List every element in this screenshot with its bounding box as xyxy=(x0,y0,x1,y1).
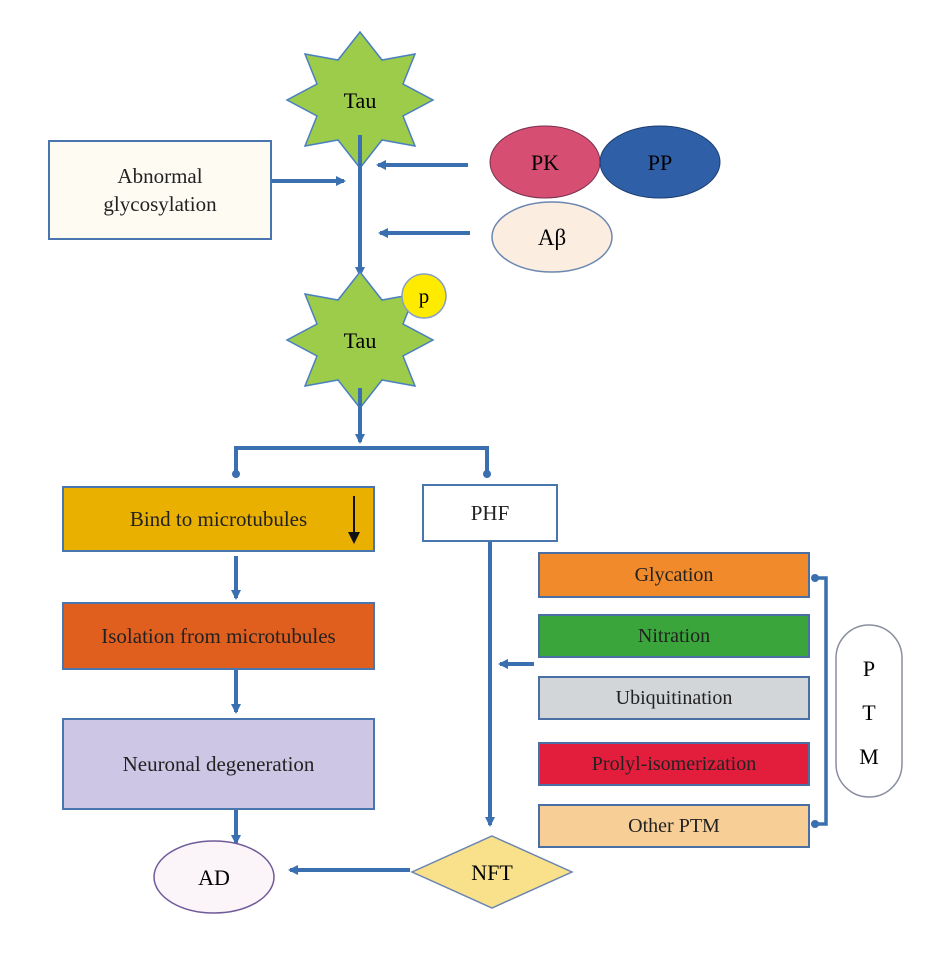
phospho-circle xyxy=(401,273,447,319)
branch-line xyxy=(234,446,489,472)
ad-ellipse xyxy=(153,840,275,914)
ptm-ubiquitination-box: Ubiquitination xyxy=(538,676,810,720)
nft-label: NFT xyxy=(471,860,513,885)
branch-right-dot xyxy=(483,470,491,478)
ptm-bracket-top-dot xyxy=(811,574,819,582)
ad-label: AD xyxy=(198,865,230,890)
branch-left-dot xyxy=(232,470,240,478)
nft-diamond xyxy=(410,835,574,909)
tau-top-label: Tau xyxy=(344,88,377,113)
phospho-label: p xyxy=(419,284,430,308)
bind-microtubules-label: Bind to microtubules xyxy=(129,506,308,531)
ptm-pill xyxy=(835,624,903,798)
abeta-ellipse xyxy=(491,201,613,273)
ptm-letter-m: M xyxy=(859,744,879,769)
ptm-bracket xyxy=(818,576,828,826)
ptm-letter-p: P xyxy=(863,656,875,681)
isolation-box: Isolation from microtubules xyxy=(62,602,375,670)
abeta-label: Aβ xyxy=(538,225,566,250)
phf-box: PHF xyxy=(422,484,558,542)
pp-label: PP xyxy=(648,150,672,175)
abnormal-glycosylation-box: Abnormal glycosylation xyxy=(48,140,272,240)
ptm-bracket-bottom-dot xyxy=(811,820,819,828)
ptm-letter-t: T xyxy=(862,700,876,725)
down-arrow-icon xyxy=(348,496,360,544)
pp-ellipse xyxy=(599,125,721,199)
ptm-other-box: Other PTM xyxy=(538,804,810,848)
ptm-glycation-box: Glycation xyxy=(538,552,810,598)
neuronal-degeneration-box: Neuronal degeneration xyxy=(62,718,375,810)
ptm-nitration-box: Nitration xyxy=(538,614,810,658)
ptm-prolyl-isomerization-box: Prolyl-isomerization xyxy=(538,742,810,786)
tau-p-label: Tau xyxy=(344,328,377,353)
bind-microtubules-box: Bind to microtubules xyxy=(62,486,375,552)
pk-label: PK xyxy=(531,150,559,175)
